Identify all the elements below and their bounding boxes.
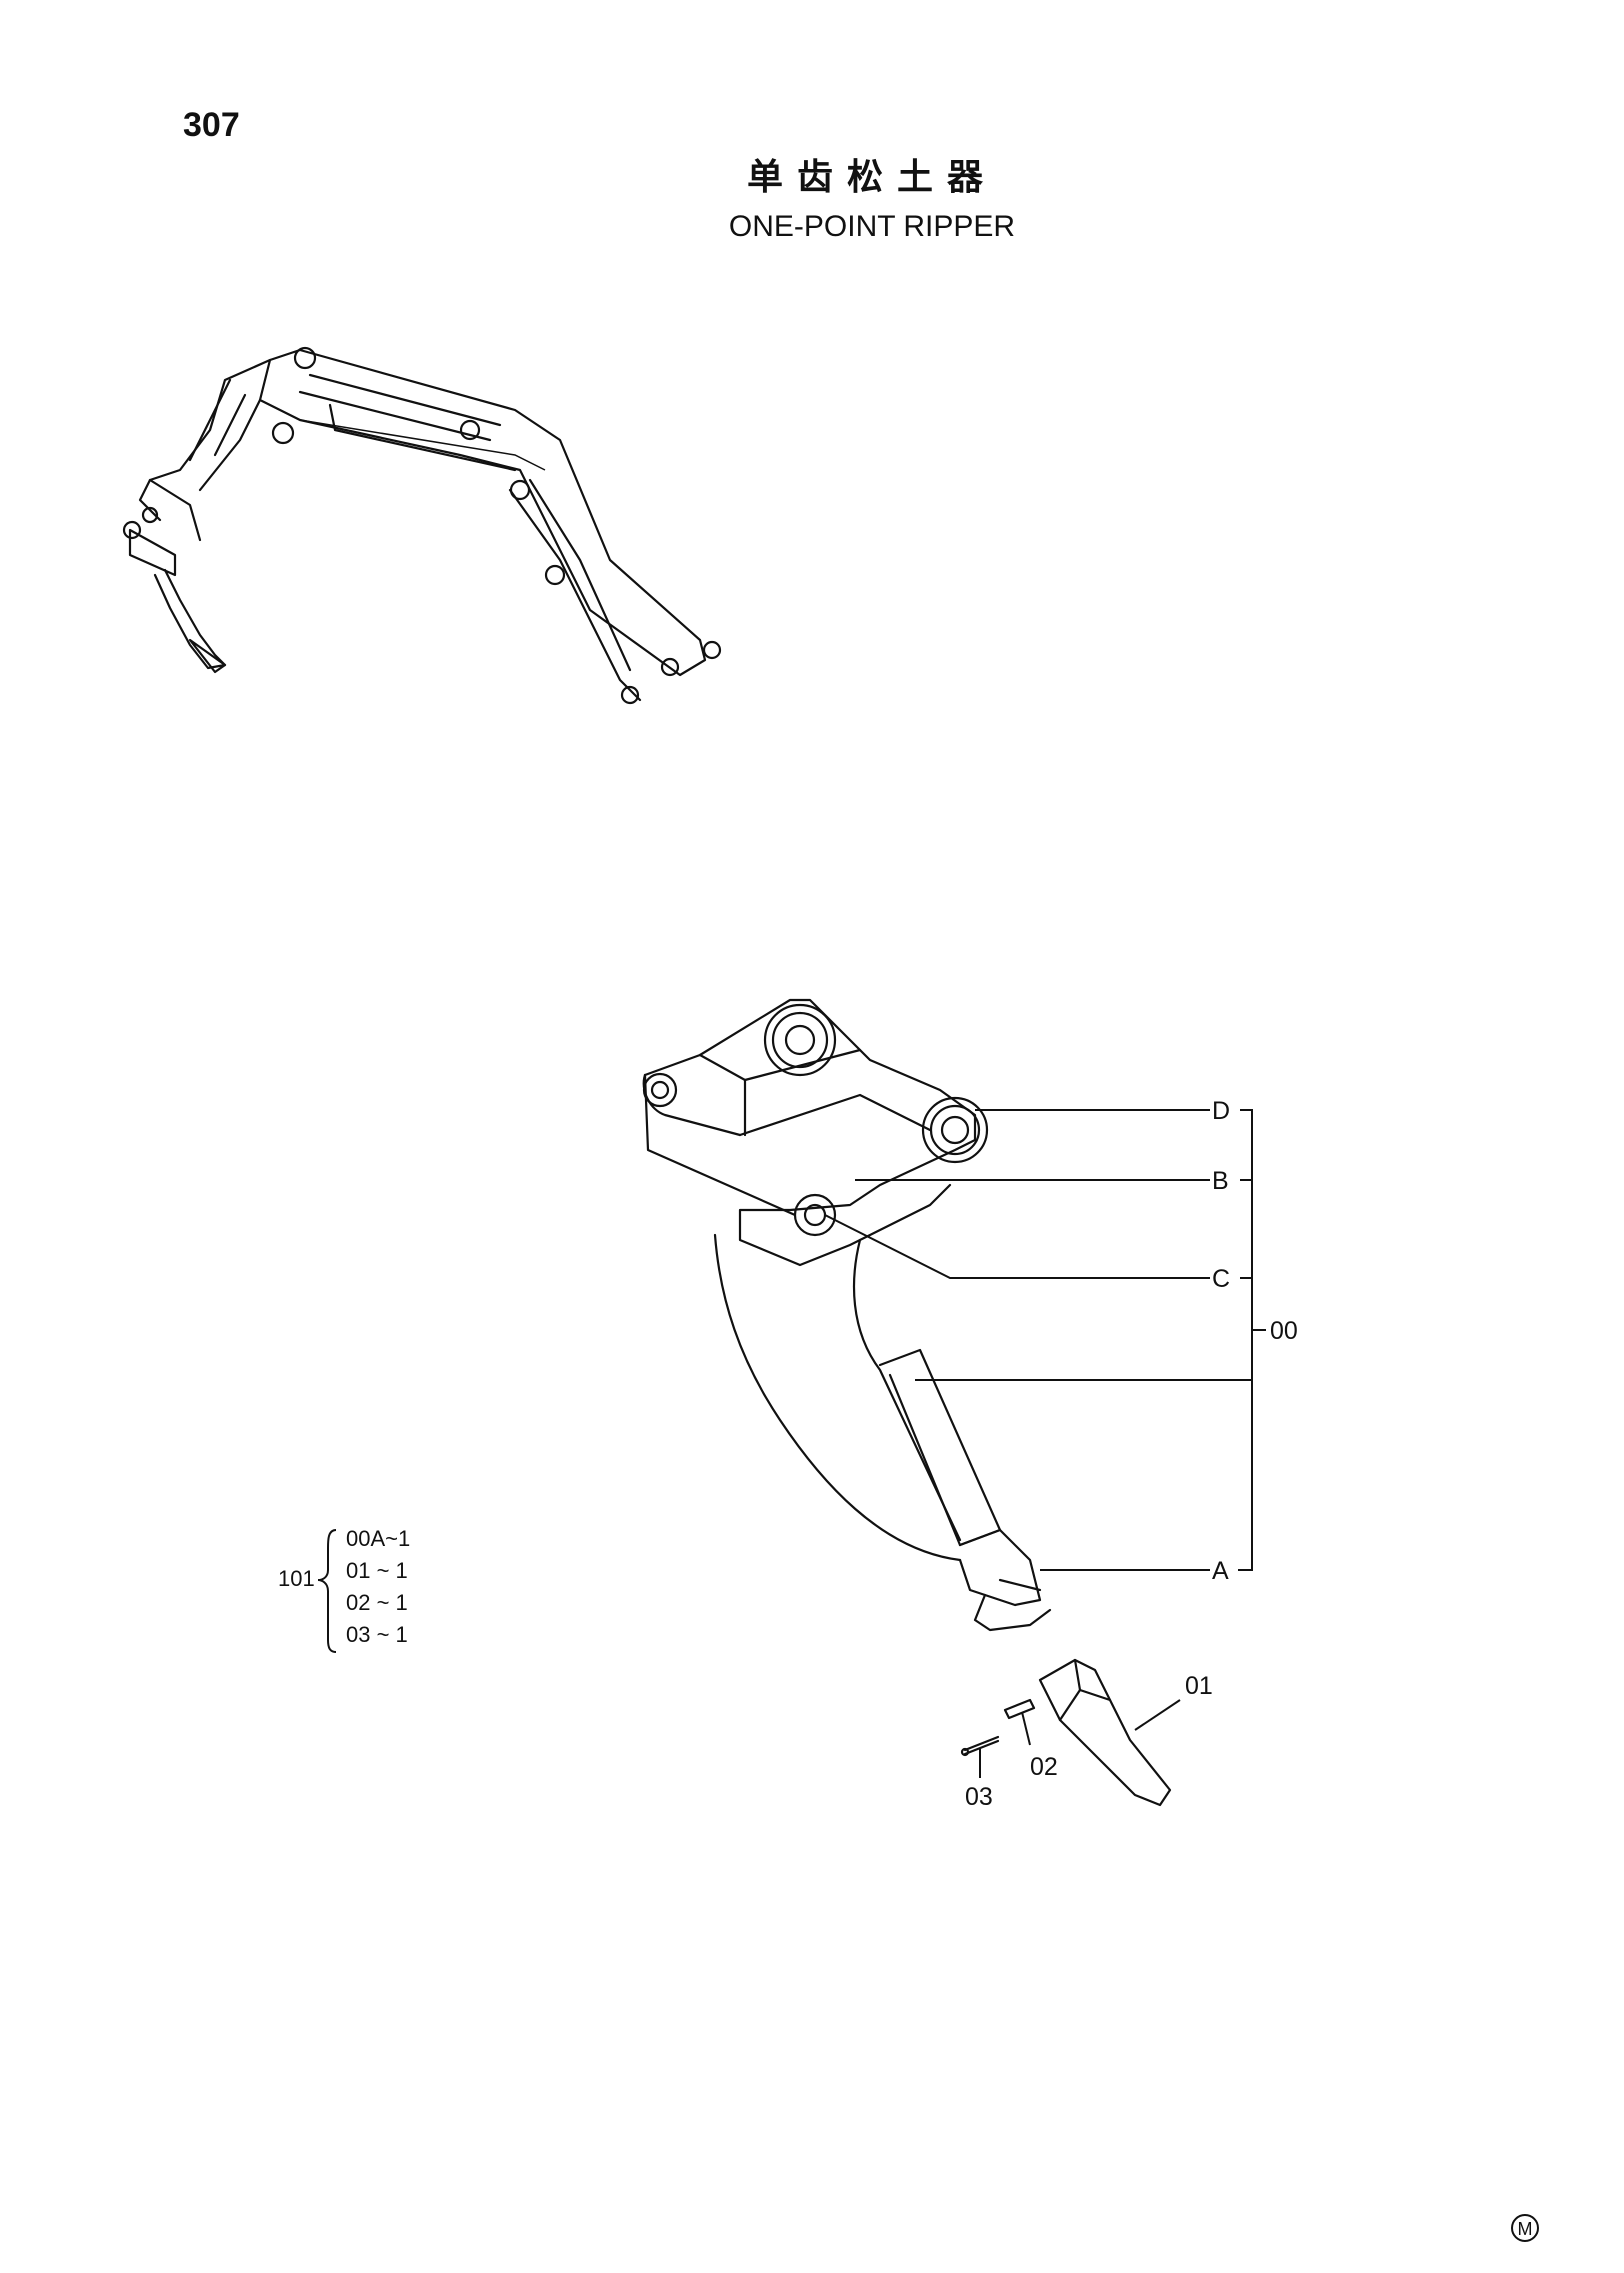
kit-item: 00A~1	[346, 1526, 410, 1551]
page-title-english: ONE-POINT RIPPER	[728, 210, 1016, 243]
leader-lines	[824, 1109, 1266, 1778]
callout-c: C	[1212, 1265, 1230, 1293]
callout-part-01: 01	[1185, 1672, 1213, 1700]
page-number: 307	[183, 106, 240, 144]
callout-part-03: 03	[965, 1783, 993, 1811]
kit-list: 101 00A~1 01 ~ 1 02 ~ 1 03 ~ 1	[278, 1526, 410, 1653]
callout-a: A	[1212, 1557, 1229, 1585]
pin-part-02-illustration	[1003, 1698, 1036, 1720]
svg-text:M: M	[1518, 2219, 1533, 2239]
ripper-shank-illustration	[642, 998, 1052, 1632]
tooth-part-01-illustration	[1038, 1658, 1172, 1807]
lock-part-03-illustration	[960, 1735, 1000, 1757]
callout-part-02: 02	[1030, 1753, 1058, 1781]
page-title-chinese: 单齿松土器	[746, 156, 997, 197]
circled-m-mark: M	[1511, 2214, 1539, 2242]
kit-item: 02 ~ 1	[346, 1590, 408, 1615]
kit-number: 101	[278, 1566, 315, 1591]
kit-item: 03 ~ 1	[346, 1622, 408, 1647]
callout-d: D	[1212, 1097, 1230, 1125]
callout-group-00: 00	[1270, 1317, 1298, 1345]
kit-item: 01 ~ 1	[346, 1558, 408, 1583]
overview-excavator-arm-illustration	[122, 346, 722, 705]
callout-b: B	[1212, 1167, 1229, 1195]
